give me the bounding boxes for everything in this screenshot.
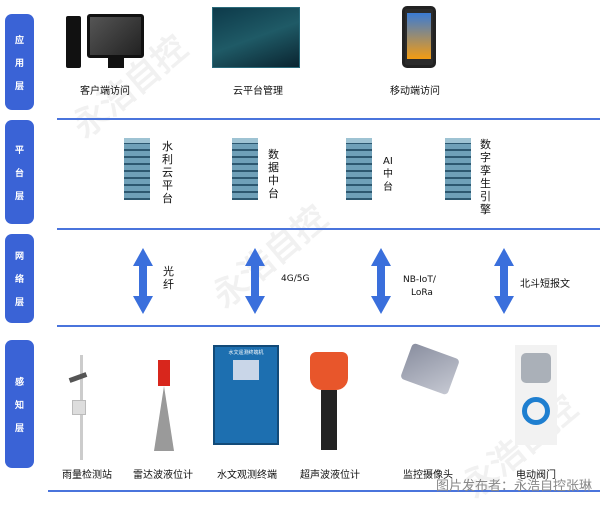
server-icon bbox=[124, 138, 150, 200]
label-nb-iot: NB-IoT/ bbox=[403, 275, 436, 285]
layer-char: 层 bbox=[14, 423, 24, 434]
label-water-cloud-platform: 水利云平台 bbox=[162, 140, 173, 205]
layer-char: 层 bbox=[14, 298, 24, 308]
layer-network: 网络层 bbox=[5, 234, 34, 323]
label-client-access: 客户端访问 bbox=[80, 86, 130, 97]
layer-application: 应用层 bbox=[5, 14, 34, 110]
divider bbox=[48, 490, 600, 492]
layer-char: 台 bbox=[14, 168, 24, 179]
layer-char: 平 bbox=[14, 145, 24, 156]
terminal-title: 水文遥测终端机 bbox=[228, 350, 264, 356]
rain-gauge-station-image bbox=[66, 345, 96, 460]
ultrasonic-level-meter-image bbox=[310, 352, 348, 452]
layer-char: 知 bbox=[14, 400, 24, 411]
double-arrow-icon bbox=[133, 248, 153, 314]
layer-platform: 平台层 bbox=[5, 120, 34, 224]
layer-perception: 感知层 bbox=[5, 340, 34, 468]
hydrology-terminal-image: 水文遥测终端机 bbox=[213, 345, 279, 445]
layer-char: 用 bbox=[14, 58, 24, 69]
label-hydrology-terminal: 水文观测终端 bbox=[217, 470, 277, 481]
server-icon bbox=[445, 138, 471, 200]
cloud-dashboard-screenshot bbox=[212, 7, 300, 68]
mobile-phone-icon bbox=[402, 6, 436, 68]
layer-char: 网 bbox=[14, 252, 24, 262]
divider bbox=[57, 325, 600, 327]
radar-level-meter-image bbox=[152, 360, 176, 455]
label-data-middle-platform: 数据中台 bbox=[268, 148, 279, 200]
label-ai-platform: AI中台 bbox=[383, 156, 393, 193]
surveillance-camera-image bbox=[400, 342, 460, 396]
label-4g-5g: 4G/5G bbox=[281, 274, 310, 284]
electric-valve-image bbox=[515, 345, 557, 445]
label-digital-twin-engine: 数字孪生引擎 bbox=[480, 138, 491, 216]
label-electric-valve: 电动阀门 bbox=[516, 470, 556, 481]
divider bbox=[57, 118, 600, 120]
label-fiber: 光纤 bbox=[163, 265, 174, 291]
layer-char: 络 bbox=[14, 275, 24, 285]
label-radar-level: 雷达波液位计 bbox=[133, 470, 193, 481]
label-camera: 监控摄像头 bbox=[403, 470, 453, 481]
server-icon bbox=[232, 138, 258, 200]
double-arrow-icon bbox=[245, 248, 265, 314]
divider bbox=[57, 228, 600, 230]
layer-char: 层 bbox=[14, 191, 24, 202]
publisher-credit: 图片发布者：永浩自控张琳 bbox=[435, 479, 592, 494]
double-arrow-icon bbox=[371, 248, 391, 314]
label-cloud-management: 云平台管理 bbox=[233, 86, 283, 97]
label-mobile-access: 移动端访问 bbox=[390, 86, 440, 97]
desktop-computer-icon bbox=[66, 14, 144, 70]
layer-char: 应 bbox=[14, 35, 24, 46]
double-arrow-icon bbox=[494, 248, 514, 314]
server-icon bbox=[346, 138, 372, 200]
label-rain-station: 雨量检测站 bbox=[62, 470, 112, 481]
layer-char: 感 bbox=[14, 377, 24, 388]
label-ultrasonic-level: 超声波液位计 bbox=[300, 470, 360, 481]
label-beidou: 北斗短报文 bbox=[520, 279, 570, 290]
watermark: 永浩自控 bbox=[205, 198, 336, 317]
label-lora: LoRa bbox=[411, 288, 433, 298]
layer-char: 层 bbox=[14, 81, 24, 92]
